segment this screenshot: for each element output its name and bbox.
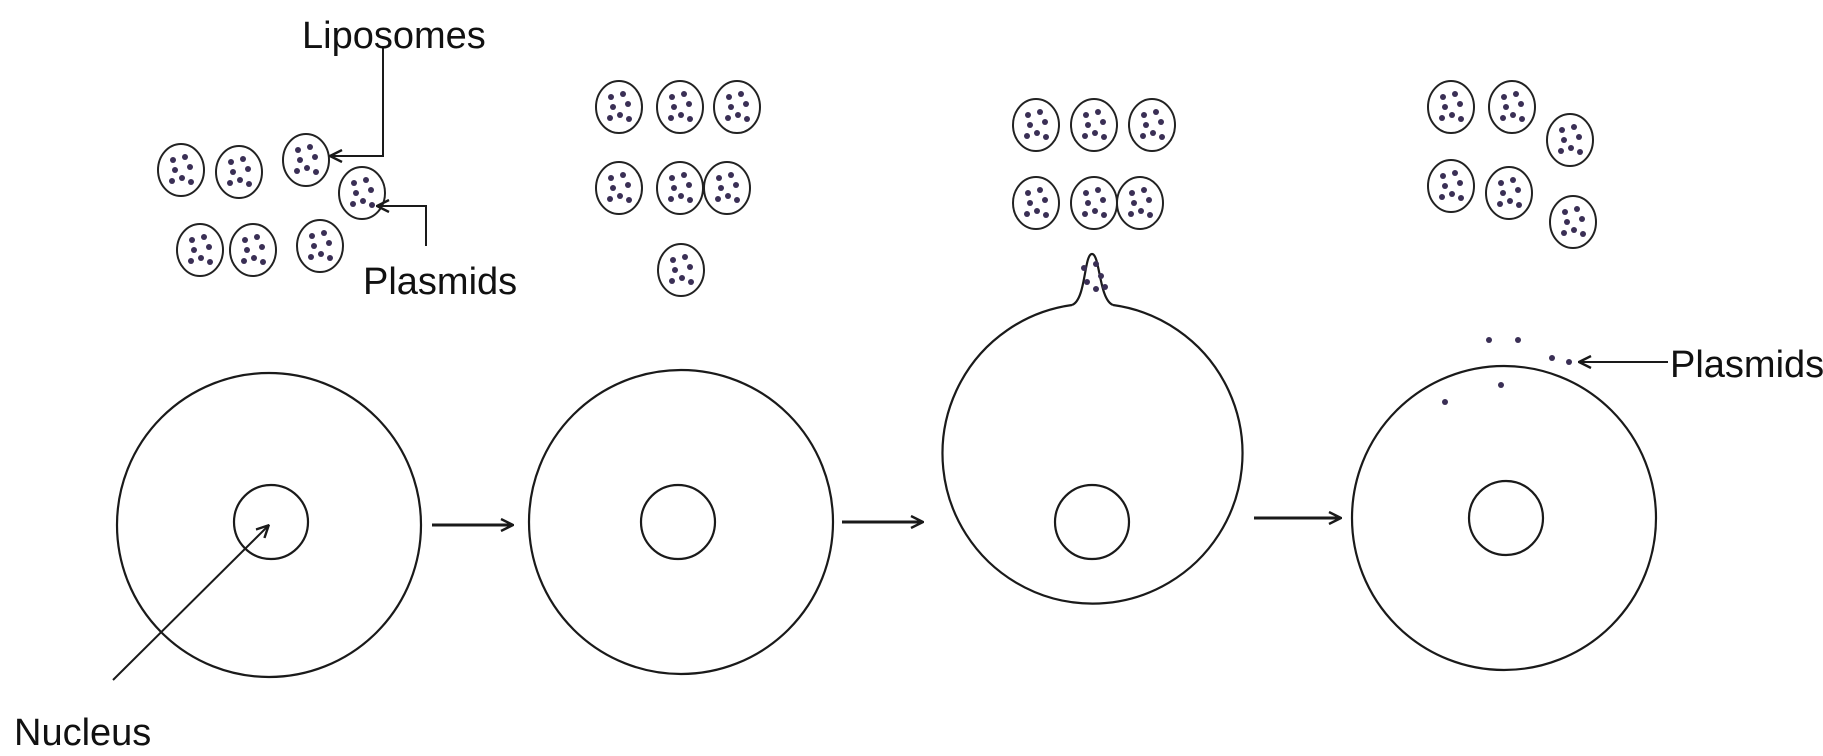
liposome bbox=[1129, 99, 1175, 151]
liposome bbox=[1071, 177, 1117, 229]
cell-membrane bbox=[529, 370, 833, 674]
liposome bbox=[1489, 81, 1535, 133]
stage-3 bbox=[943, 99, 1243, 604]
nucleus bbox=[1055, 485, 1129, 559]
liposome bbox=[297, 220, 343, 272]
liposome bbox=[1013, 177, 1059, 229]
liposome bbox=[283, 134, 329, 186]
liposome bbox=[1071, 99, 1117, 151]
liposome bbox=[158, 144, 204, 196]
liposome bbox=[1013, 99, 1059, 151]
liposome bbox=[1550, 196, 1596, 248]
liposome bbox=[657, 81, 703, 133]
nucleus-pointer bbox=[113, 526, 268, 680]
liposome-cluster bbox=[596, 81, 760, 296]
nucleus-label: Nucleus bbox=[14, 712, 151, 754]
nucleus bbox=[641, 485, 715, 559]
cell-membrane bbox=[1352, 366, 1656, 670]
liposome bbox=[658, 244, 704, 296]
plasmids-label-right: Plasmids bbox=[1670, 344, 1823, 386]
stage-1: Liposomes Plasmids Nucleus bbox=[14, 15, 517, 754]
liposomes-pointer bbox=[331, 48, 383, 156]
liposome bbox=[177, 224, 223, 276]
liposome bbox=[1117, 177, 1163, 229]
liposome bbox=[714, 81, 760, 133]
liposomes-label: Liposomes bbox=[302, 15, 486, 57]
liposome bbox=[1486, 167, 1532, 219]
liposome bbox=[1428, 81, 1474, 133]
liposome bbox=[1428, 160, 1474, 212]
liposome bbox=[339, 167, 385, 219]
liposome-cluster bbox=[1428, 81, 1596, 248]
stage-2 bbox=[529, 81, 833, 674]
fusing-liposome-bud bbox=[1072, 254, 1113, 305]
liposome bbox=[230, 224, 276, 276]
liposome bbox=[596, 162, 642, 214]
stage-4: Plasmids bbox=[1352, 81, 1823, 670]
plasmids-label-top: Plasmids bbox=[363, 261, 517, 303]
liposome bbox=[704, 162, 750, 214]
liposome-cluster bbox=[1013, 99, 1175, 229]
liposome bbox=[657, 162, 703, 214]
plasmids-pointer bbox=[378, 206, 426, 246]
liposome bbox=[216, 146, 262, 198]
nucleus bbox=[1469, 481, 1543, 555]
liposome bbox=[1547, 114, 1593, 166]
liposome bbox=[596, 81, 642, 133]
